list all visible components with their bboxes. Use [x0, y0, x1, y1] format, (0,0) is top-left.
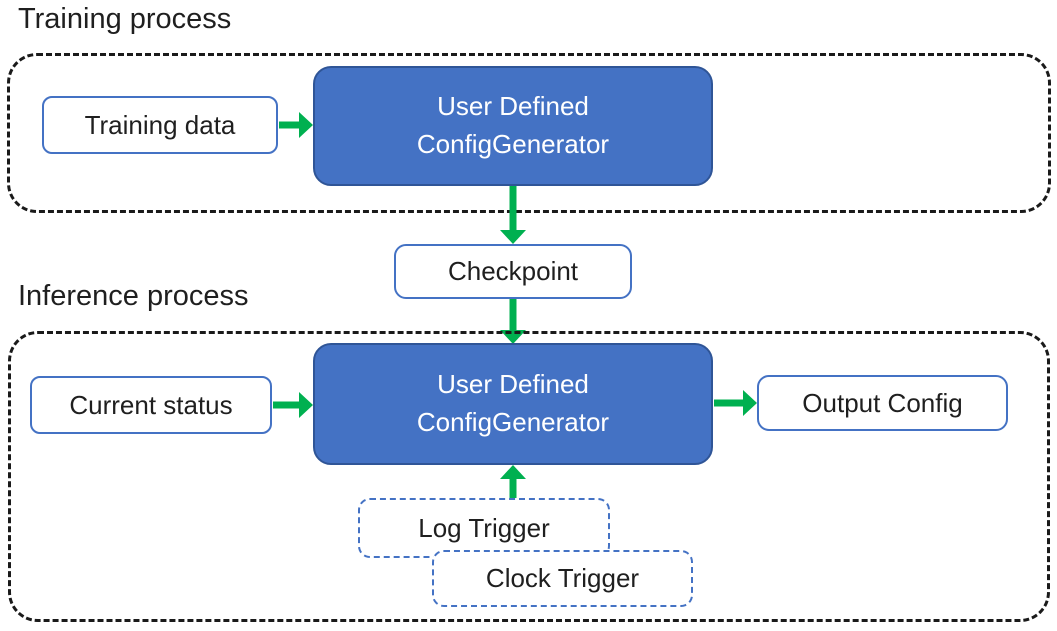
current-status-box: Current status — [30, 376, 272, 434]
log-trigger-box: Log Trigger — [358, 498, 610, 558]
training-data-box: Training data — [42, 96, 278, 154]
arrow-head — [299, 392, 313, 418]
arrow-head — [743, 390, 757, 416]
arrow-training-data-to-generator — [279, 112, 313, 138]
checkpoint-box: Checkpoint — [394, 244, 632, 299]
config-generator-inference-line1: User Defined — [437, 369, 589, 400]
checkpoint-label: Checkpoint — [447, 256, 579, 286]
inference-process-container — [8, 331, 1050, 622]
output-config-box: Output Config — [757, 375, 1008, 431]
arrow-triggers-to-generator — [500, 465, 526, 499]
training-process-container — [7, 53, 1051, 213]
arrow-head — [500, 465, 526, 479]
arrow-head — [299, 112, 313, 138]
config-generator-training-box: User Defined ConfigGenerator — [313, 66, 713, 186]
inference-process-label: Inference process — [18, 280, 249, 312]
arrow-shaft — [509, 478, 517, 499]
arrow-shaft — [509, 299, 517, 331]
clock-trigger-label: Clock Trigger — [485, 563, 640, 593]
log-trigger-label: Log Trigger — [418, 512, 550, 543]
arrow-shaft — [273, 401, 300, 409]
arrow-shaft — [714, 399, 744, 407]
config-generator-training-line2: ConfigGenerator — [416, 129, 610, 159]
training-data-label: Training data — [84, 109, 236, 140]
training-process-label: Training process — [18, 3, 232, 35]
arrow-shaft — [509, 186, 517, 231]
arrow-generator-to-output-config — [714, 390, 757, 416]
config-generator-inference-box: User Defined ConfigGenerator — [313, 343, 713, 465]
current-status-label: Current status — [69, 389, 233, 420]
output-config-label: Output Config — [802, 387, 963, 418]
arrow-shaft — [279, 121, 300, 129]
config-generator-training-line1: User Defined — [437, 91, 589, 122]
clock-trigger-box: Clock Trigger — [432, 550, 693, 607]
arrow-current-status-to-generator — [273, 392, 313, 418]
config-generator-inference-line2: ConfigGenerator — [416, 407, 610, 437]
arrow-generator-to-checkpoint — [500, 186, 526, 244]
arrow-head — [500, 230, 526, 244]
